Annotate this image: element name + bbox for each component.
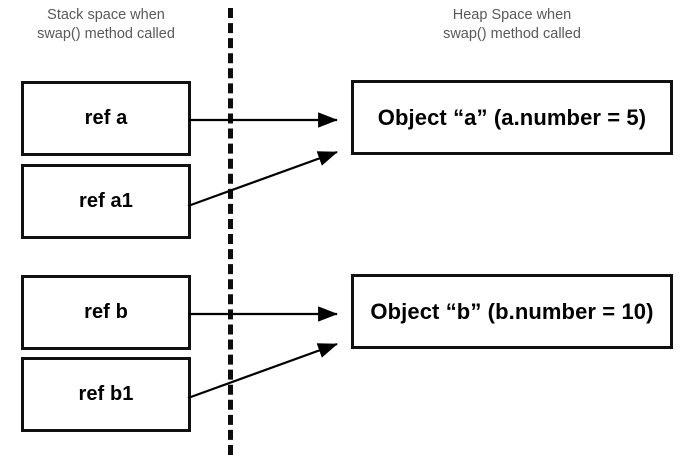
heap-box-object-b: Object “b” (b.number = 10) — [351, 274, 673, 349]
stack-box-ref-b1: ref b1 — [21, 357, 191, 432]
heap-box-object-a-label: Object “a” (a.number = 5) — [377, 104, 647, 130]
stack-box-ref-a-label: ref a — [84, 107, 128, 129]
heap-box-object-b-label: Object “b” (b.number = 10) — [370, 298, 654, 324]
stack-box-ref-b1-label: ref b1 — [78, 383, 134, 405]
stack-box-ref-a1: ref a1 — [21, 164, 191, 239]
stack-box-ref-a: ref a — [21, 81, 191, 156]
arrow-ref-a1-to-object-a — [187, 150, 338, 208]
arrow-ref-b1-to-object-b — [187, 342, 338, 400]
stack-heap-divider — [228, 8, 233, 455]
stack-box-ref-a1-label: ref a1 — [79, 190, 133, 212]
heap-column-header: Heap Space when swap() method called — [443, 7, 581, 42]
heap-box-object-a: Object “a” (a.number = 5) — [351, 80, 673, 155]
stack-box-ref-b-label: ref b — [84, 301, 128, 323]
stack-box-ref-b: ref b — [21, 275, 191, 350]
stack-column-header: Stack space when swap() method called — [37, 7, 175, 42]
